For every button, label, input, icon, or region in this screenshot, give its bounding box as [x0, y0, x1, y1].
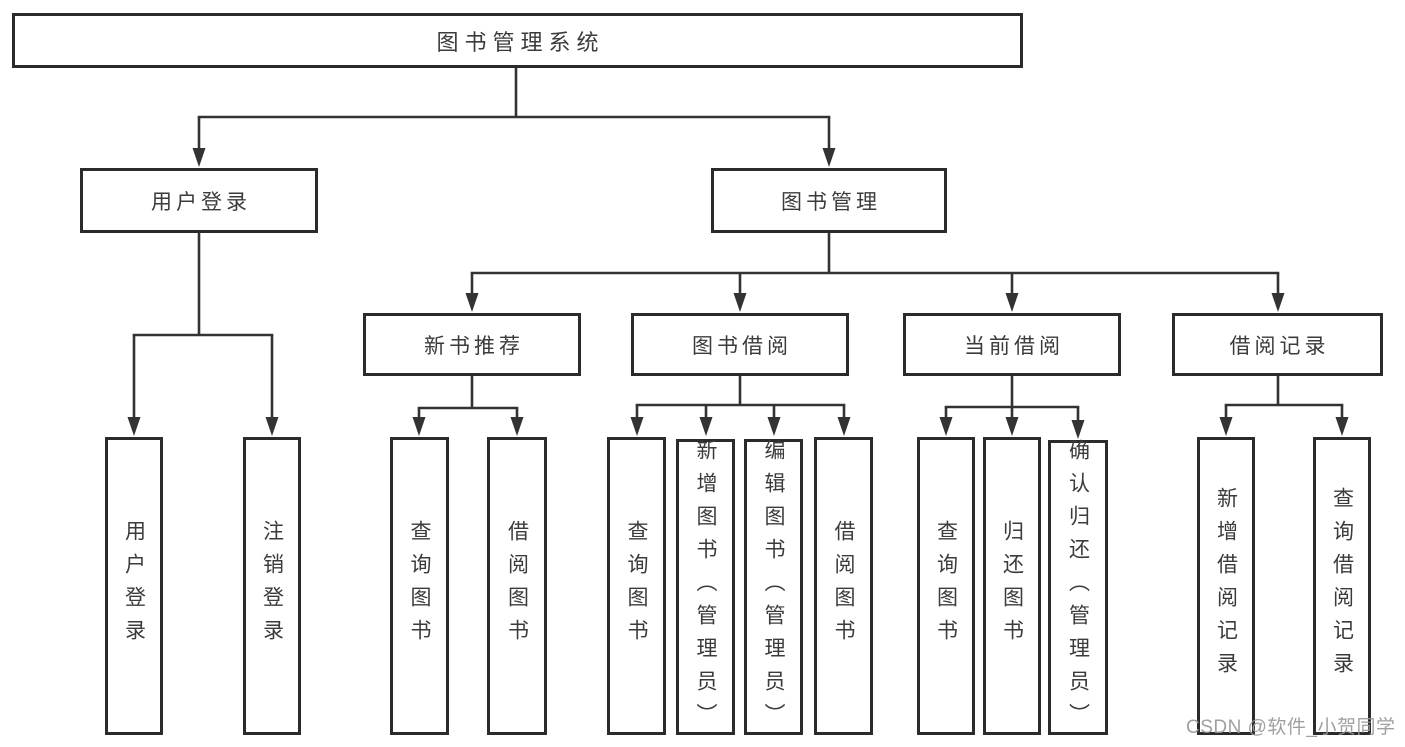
node-user-login-label: 用户登录	[151, 190, 251, 214]
leaf-query-books-recommend: 查询图书	[390, 437, 449, 735]
current-borrowing-branch-line	[944, 374, 1080, 409]
leaf-confirm-return-admin: 确认归还（管理员）	[1048, 439, 1108, 736]
node-new-book-recommendation-label: 新书推荐	[424, 334, 524, 358]
leaf-borrow-books-borrowing-label: 借阅图书	[832, 520, 855, 652]
borrowing-records-branch-line	[1224, 374, 1344, 407]
leaf-add-books-admin-label: 新增图书（管理员）	[694, 438, 717, 736]
leaf-query-books-current-label: 查询图书	[934, 520, 958, 652]
leaf-confirm-return-admin-label: 确认归还（管理员）	[1066, 439, 1090, 736]
leaf-query-borrow-record: 查询借阅记录	[1313, 437, 1371, 735]
leaf-edit-books-admin: 编辑图书（管理员）	[744, 438, 803, 736]
node-root: 图书管理系统	[12, 13, 1023, 68]
node-book-borrowing: 图书借阅	[631, 313, 849, 376]
node-current-borrowing: 当前借阅	[903, 313, 1121, 376]
node-root-label: 图书管理系统	[436, 29, 605, 55]
leaf-return-books-label: 归还图书	[1000, 520, 1024, 652]
leaf-add-borrow-record: 新增借阅记录	[1197, 437, 1255, 735]
leaf-query-books-borrowing: 查询图书	[607, 437, 666, 735]
leaf-query-books-recommend-label: 查询图书	[408, 520, 431, 652]
leaf-query-books-borrowing-label: 查询图书	[625, 520, 648, 652]
node-user-login: 用户登录	[80, 168, 318, 233]
root-branch-line	[197, 66, 831, 119]
leaf-borrow-books-recommend: 借阅图书	[487, 437, 547, 735]
book-management-branch-line	[470, 231, 1280, 275]
node-borrowing-records-label: 借阅记录	[1229, 334, 1330, 358]
leaf-borrow-books-borrowing: 借阅图书	[814, 437, 873, 735]
new-book-recommendation-branch-line	[417, 374, 519, 410]
node-borrowing-records: 借阅记录	[1172, 313, 1383, 376]
leaf-return-books: 归还图书	[983, 437, 1041, 735]
node-book-management-label: 图书管理	[781, 190, 881, 214]
node-current-borrowing-label: 当前借阅	[964, 334, 1064, 358]
leaf-query-books-current: 查询图书	[917, 437, 975, 735]
leaf-logout-label: 注销登录	[260, 520, 284, 652]
leaf-borrow-books-recommend-label: 借阅图书	[505, 520, 529, 652]
leaf-user-login-label: 用户登录	[122, 520, 146, 652]
leaf-logout: 注销登录	[243, 437, 301, 735]
leaf-add-books-admin: 新增图书（管理员）	[676, 438, 735, 736]
node-new-book-recommendation: 新书推荐	[363, 313, 581, 376]
node-book-management: 图书管理	[711, 168, 947, 233]
leaf-query-borrow-record-label: 查询借阅记录	[1330, 487, 1354, 685]
user-login-branch-line	[132, 231, 274, 337]
watermark: CSDN @软件_小贺同学	[1186, 717, 1396, 738]
leaf-edit-books-admin-label: 编辑图书（管理员）	[762, 438, 785, 736]
node-book-borrowing-label: 图书借阅	[692, 334, 792, 358]
leaf-user-login: 用户登录	[105, 437, 163, 735]
book-borrowing-branch-line	[635, 374, 846, 407]
leaf-add-borrow-record-label: 新增借阅记录	[1214, 487, 1238, 685]
